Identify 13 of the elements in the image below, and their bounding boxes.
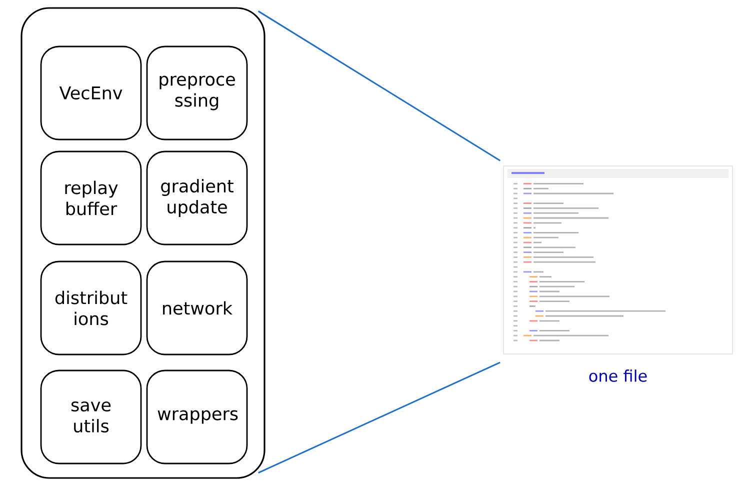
module-box: preproce ssing (146, 46, 248, 140)
node-label: one file (589, 370, 647, 382)
module-box: distribut ions (40, 260, 142, 356)
container-box (20, 7, 266, 479)
module-box: wrappers (146, 370, 248, 464)
module-box: network (146, 260, 248, 356)
code-screenshot-drawing (503, 166, 733, 354)
connector-line (258, 362, 500, 474)
module-box: replay buffer (40, 150, 142, 246)
connector-line (258, 10, 500, 162)
module-box: VecEnv (40, 46, 142, 140)
module-box: gradient update (146, 150, 248, 246)
module-box: save utils (40, 370, 142, 464)
